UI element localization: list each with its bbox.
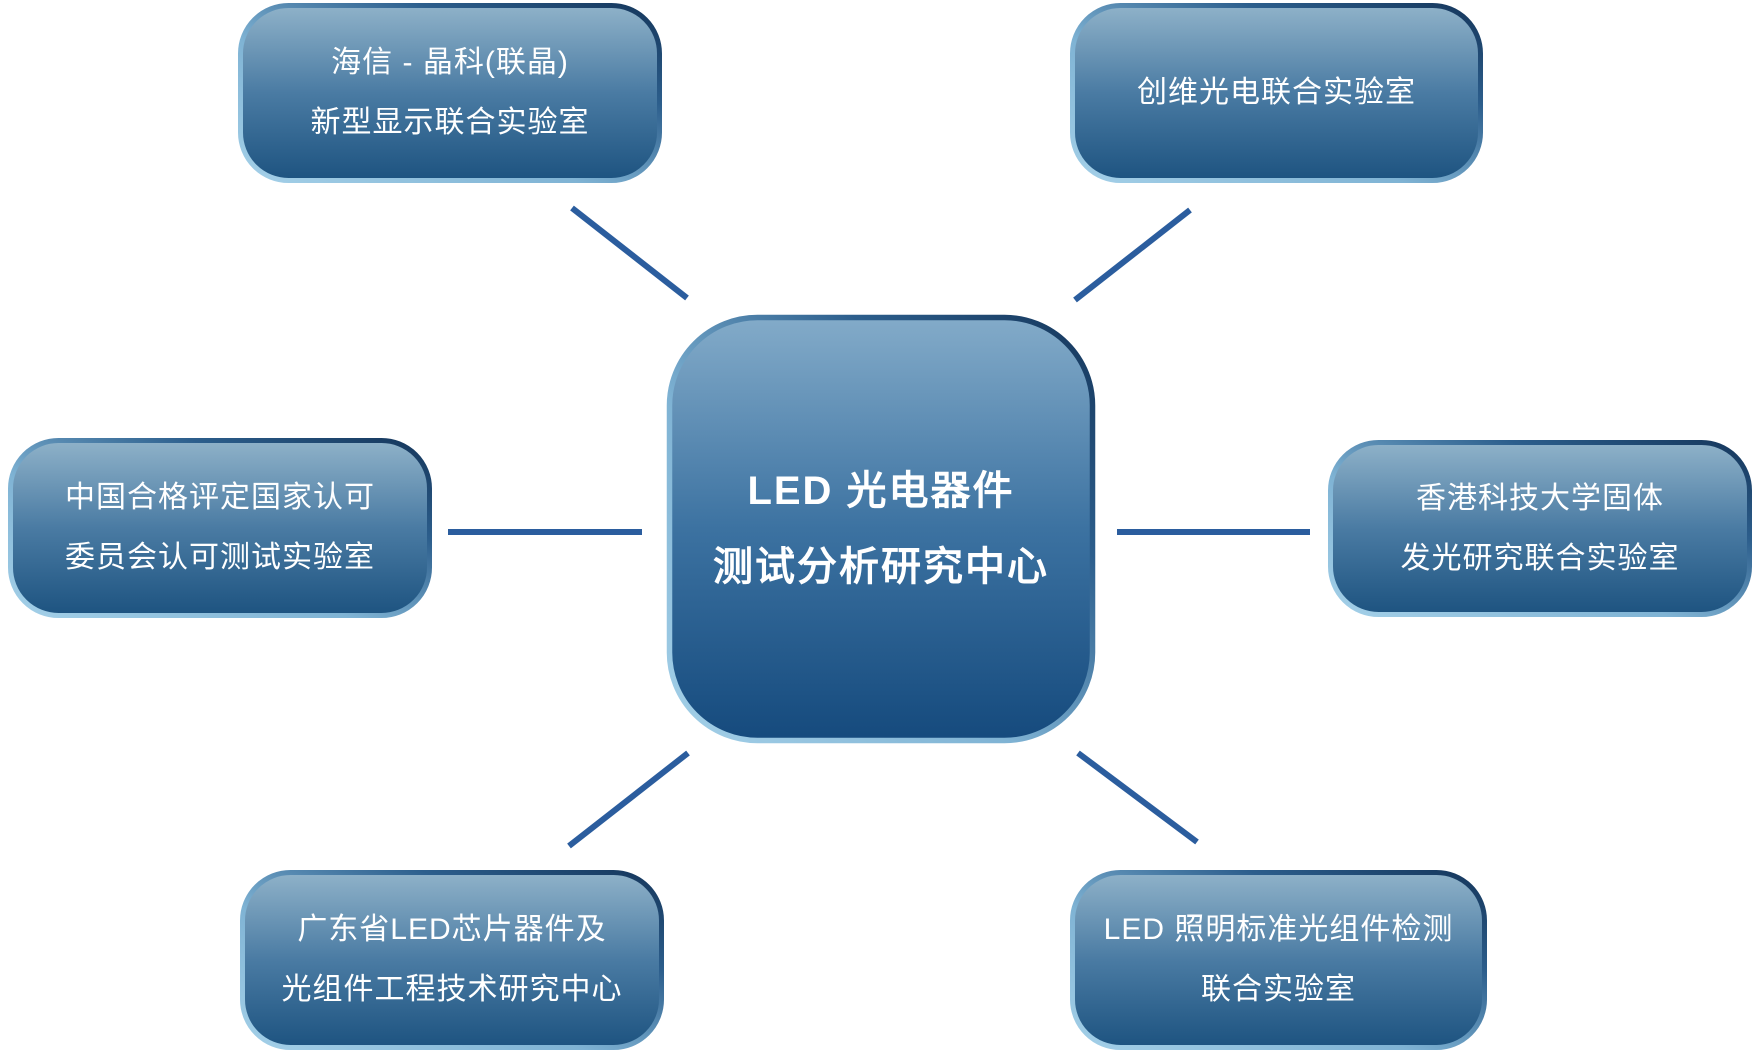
- node-shape-hisense-jingke: [238, 3, 662, 183]
- connector-lines: [448, 205, 1310, 849]
- node-shape-hkust: [1328, 440, 1752, 617]
- node-shape-cnas: [8, 438, 432, 618]
- node-shape-led-center: [666, 314, 1096, 744]
- node-shape-led-lighting-lab: [1070, 870, 1487, 1050]
- connector-top-left: [570, 205, 689, 301]
- connector-bottom-left: [567, 750, 690, 849]
- connector-bottom-right: [1076, 750, 1199, 845]
- node-shape-guangdong-led: [240, 870, 664, 1050]
- connector-top-right: [1073, 207, 1192, 303]
- node-shape-skyworth: [1070, 3, 1483, 183]
